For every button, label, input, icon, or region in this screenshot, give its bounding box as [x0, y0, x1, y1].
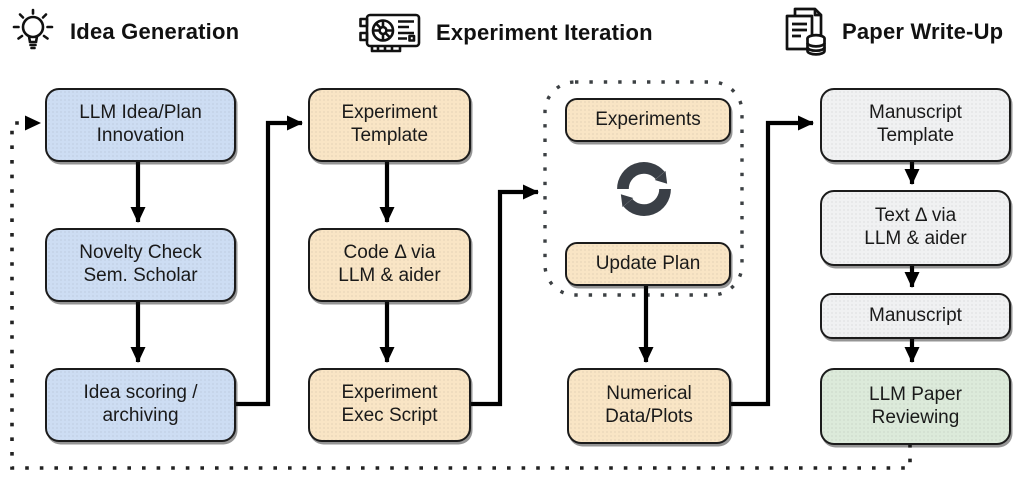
lightbulb-icon [12, 8, 54, 50]
node-llm-idea-plan-innovation: LLM Idea/Plan Innovation [45, 88, 236, 162]
section-title: Experiment Iteration [436, 20, 653, 45]
node-label: Experiments [595, 108, 701, 130]
node-experiment-exec-script: Experiment Exec Script [308, 368, 471, 442]
gpu-card-icon [359, 13, 421, 53]
sync-cycle-icon [617, 162, 671, 216]
node-label: Text Δ via LLM & aider [864, 205, 967, 249]
node-label: LLM Paper Reviewing [869, 383, 962, 428]
node-idea-scoring-archiving: Idea scoring / archiving [45, 368, 236, 442]
node-label: LLM Idea/Plan Innovation [79, 102, 202, 146]
node-label: Manuscript Template [869, 102, 962, 146]
flow-arrows [130, 115, 920, 407]
node-label: Update Plan [595, 252, 701, 274]
node-experiments: Experiments [565, 98, 731, 142]
node-label: Idea scoring / archiving [83, 382, 198, 426]
node-label: Code Δ via LLM & aider [338, 242, 441, 286]
section-title: Idea Generation [70, 19, 240, 44]
node-label: Novelty Check Sem. Scholar [79, 242, 202, 286]
node-text-delta-llm-aider: Text Δ via LLM & aider [820, 190, 1011, 266]
node-code-delta-llm-aider: Code Δ via LLM & aider [308, 228, 471, 302]
node-label: Experiment Exec Script [341, 382, 438, 426]
node-update-plan: Update Plan [565, 242, 731, 286]
node-label: Manuscript [869, 304, 962, 326]
node-label: Numerical Data/Plots [605, 383, 693, 427]
section-header-idea-generation: Idea Generation [8, 6, 239, 58]
elbow-numerical-mstemplate [725, 115, 814, 407]
node-novelty-check-sem-scholar: Novelty Check Sem. Scholar [45, 228, 236, 302]
node-llm-paper-reviewing: LLM Paper Reviewing [820, 368, 1011, 445]
section-title: Paper Write-Up [842, 19, 1004, 44]
elbow-expexec-loop [465, 184, 539, 407]
node-manuscript: Manuscript [820, 293, 1011, 339]
node-numerical-data-plots: Numerical Data/Plots [567, 368, 731, 444]
elbow-ideascoring-exptemplate [230, 115, 303, 407]
section-header-experiment-iteration: Experiment Iteration [356, 10, 653, 56]
node-manuscript-template: Manuscript Template [820, 88, 1011, 162]
node-label: Experiment Template [341, 102, 438, 146]
node-experiment-template: Experiment Template [308, 88, 471, 162]
documents-database-icon [785, 7, 826, 56]
section-header-paper-write-up: Paper Write-Up [780, 6, 1003, 58]
